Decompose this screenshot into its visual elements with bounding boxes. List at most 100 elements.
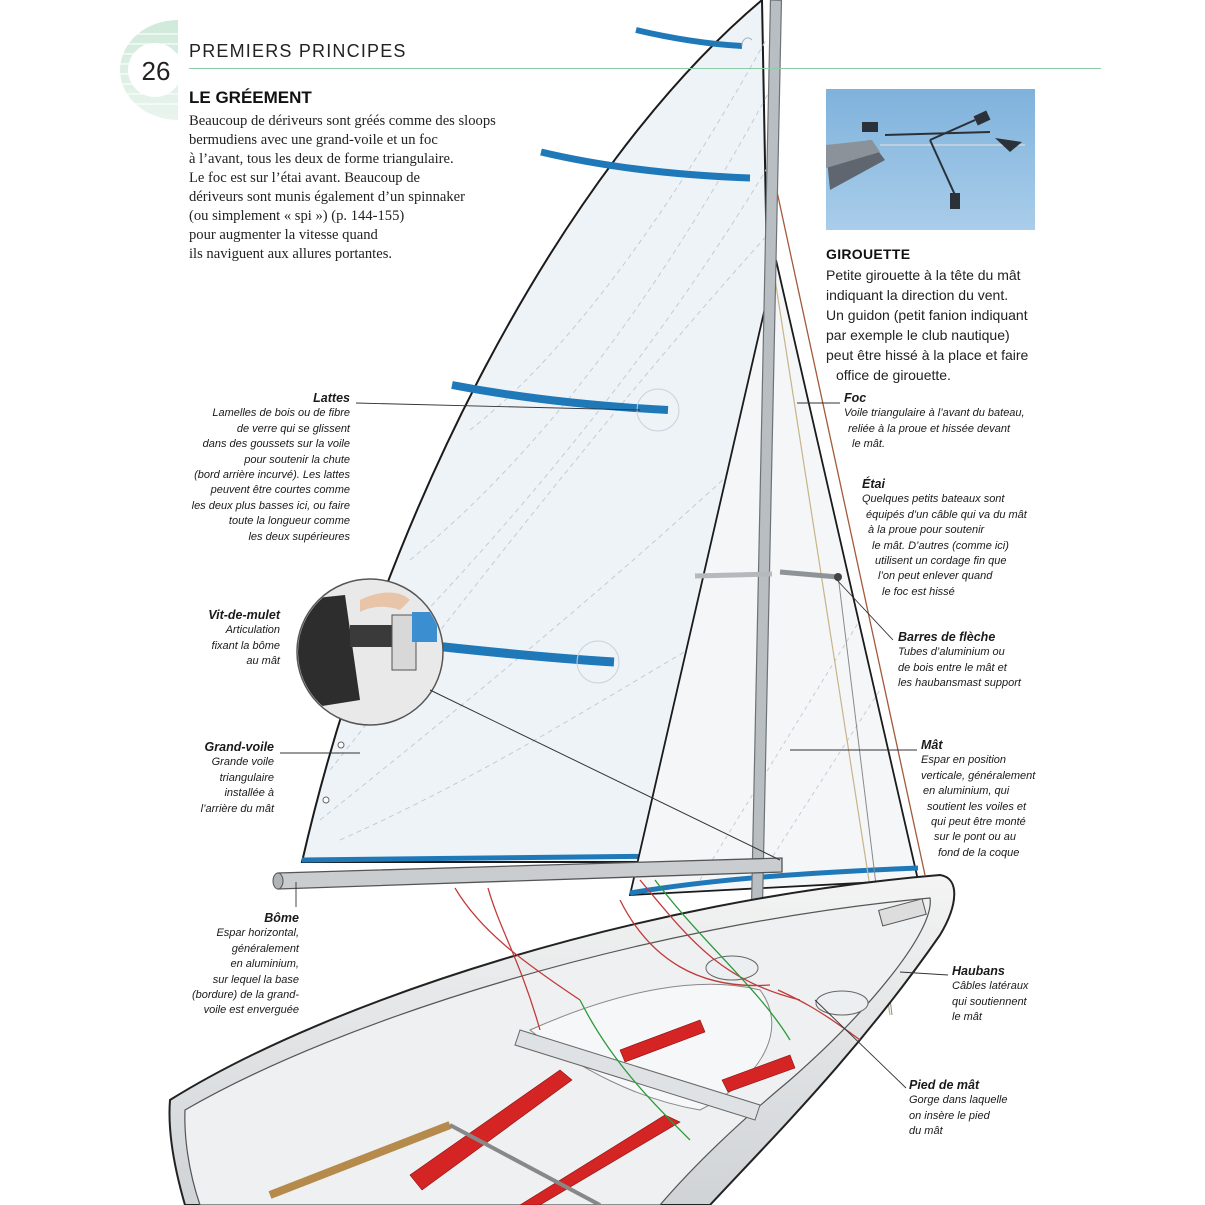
girouette-line: Petite girouette à la tête du mât [826, 267, 1021, 283]
callout-line: du mât [909, 1125, 943, 1138]
callout-title: Barres de flèche [898, 630, 996, 644]
callout-line: qui soutiennent [952, 995, 1027, 1008]
girouette-photo [826, 89, 1035, 230]
callout-line: fond de la coque [938, 846, 1020, 859]
callout-line: on insère le pied [909, 1109, 990, 1122]
header-divider [189, 68, 1101, 69]
page-number: 26 [141, 56, 171, 86]
callout-line: Grande voile [211, 756, 274, 769]
callout-line: le mât [952, 1011, 982, 1024]
callout-line: qui peut être monté [931, 816, 1026, 829]
callout-line: en aluminium, qui [923, 785, 1010, 798]
callout-line: de verre qui se glissent [236, 422, 350, 435]
callout-line: Quelques petits bateaux sont [862, 493, 1005, 506]
callout-title: Grand-voile [204, 740, 274, 754]
callout-line: en aluminium, [230, 958, 299, 971]
callout-line: Voile triangulaire à l’avant du bateau, [844, 407, 1025, 420]
callout-mat: Mât Espar en position verticale, général… [921, 738, 1101, 861]
callout-line: Tubes d’aluminium ou [898, 646, 1005, 659]
girouette-line: office de girouette. [836, 367, 951, 383]
callout-line: le mât. D’autres (comme ici) [872, 539, 1009, 552]
callout-line: l’arrière du mât [200, 802, 274, 815]
callout-line: Câbles latéraux [952, 980, 1029, 993]
intro-line: (ou simplement « spi ») (p. 144-155) [189, 208, 405, 224]
girouette-title: GIROUETTE [826, 246, 911, 262]
callout-bome: Bôme Espar horizontal, généralement en a… [130, 911, 299, 1019]
girouette-line: peut être hissé à la place et faire [826, 347, 1029, 363]
callout-vit-de-mulet: Vit-de-mulet Articulation fixant la bôme… [130, 608, 280, 670]
spreaders [694, 569, 842, 581]
callout-line: toute la longueur comme [228, 515, 350, 528]
callout-foc: Foc Voile triangulaire à l’avant du bate… [844, 391, 1064, 453]
gooseneck-inset [296, 578, 781, 861]
callout-line: pour soutenir la chute [244, 453, 350, 466]
callout-line: Gorge dans laquelle [909, 1094, 1008, 1107]
batten-2 [540, 148, 751, 182]
callout-title: Bôme [264, 911, 299, 925]
callout-line: généralement [231, 942, 299, 955]
callout-barres-de-fleche: Barres de flèche Tubes d’aluminium ou de… [898, 630, 1098, 692]
callout-line: Lamelles de bois ou de fibre [212, 407, 350, 420]
intro-line: pour augmenter la vitesse quand [189, 227, 378, 243]
callout-line: les deux plus basses ici, ou faire [191, 499, 350, 512]
callout-line: Espar en position [921, 754, 1006, 767]
control-lines [454, 879, 861, 1141]
boom [272, 857, 783, 890]
article-title: LE GRÉEMENT [189, 88, 312, 107]
callout-line: sur le pont ou au [934, 831, 1016, 844]
callout-grand-voile: Grand-voile Grande voile triangulaire in… [130, 740, 274, 817]
callout-line: à la proue pour soutenir [868, 524, 985, 537]
intro-line: Beaucoup de dériveurs sont gréés comme d… [189, 113, 496, 129]
callout-line: de bois entre le mât et [898, 661, 1007, 674]
section-title: PREMIERS PRINCIPES [189, 41, 407, 61]
callout-pied-de-mat: Pied de mât Gorge dans laquelle on insèr… [909, 1078, 1079, 1140]
intro-line: dériveurs sont munis également d’un spin… [189, 189, 465, 205]
callout-line: installée à [224, 787, 274, 800]
callout-line: le mât. [852, 438, 886, 451]
hull [168, 873, 956, 1205]
callout-title: Vit-de-mulet [208, 608, 280, 622]
callout-line: peuvent être courtes comme [210, 484, 350, 497]
callout-haubans: Haubans Câbles latéraux qui soutiennent … [952, 964, 1102, 1026]
callout-title: Étai [862, 477, 885, 491]
callout-line: les deux supérieures [248, 530, 350, 543]
callout-line: dans des goussets sur la voile [202, 438, 350, 451]
callout-title: Haubans [952, 964, 1005, 978]
callout-line: Espar horizontal, [216, 927, 299, 940]
callout-title: Pied de mât [909, 1078, 980, 1092]
callout-line: équipés d’un câble qui va du mât [866, 508, 1027, 521]
callout-title: Foc [844, 391, 867, 405]
intro-line: Le foc est sur l’étai avant. Beaucoup de [189, 170, 420, 186]
callout-line: triangulaire [219, 771, 274, 784]
callout-line: les haubansmast support [898, 677, 1021, 690]
callout-etai: Étai Quelques petits bateaux sont équipé… [862, 477, 1062, 600]
page-number-badge [101, 20, 182, 120]
callout-line: utilisent un cordage fin que [875, 555, 1007, 568]
intro-line: à l’avant, tous les deux de forme triang… [189, 151, 454, 167]
callout-line: fixant la bôme [211, 639, 280, 652]
callout-line: Articulation [225, 624, 280, 637]
batten-4 [434, 640, 620, 684]
callout-line: le foc est hissé [882, 585, 955, 598]
callout-line: au mât [246, 655, 280, 668]
callout-line: verticale, généralement [921, 769, 1036, 782]
girouette-line: indiquant la direction du vent. [826, 287, 1009, 303]
girouette-line: par exemple le club nautique) [826, 327, 1010, 343]
callout-lattes: Lattes Lamelles de bois ou de fibre de v… [150, 391, 350, 545]
intro-line: bermudiens avec une grand-voile et un fo… [189, 132, 438, 148]
callout-line: voile est enverguée [203, 1004, 299, 1017]
girouette-line: Un guidon (petit fanion indiquant [826, 307, 1028, 323]
callout-line: reliée à la proue et hissée devant [848, 422, 1011, 435]
masthead-vane [741, 37, 753, 47]
callout-line: (bordure) de la grand- [191, 989, 299, 1002]
callout-line: soutient les voiles et [927, 800, 1027, 813]
callout-title: Mât [921, 738, 943, 752]
leader-lines [280, 402, 949, 1089]
intro-line: ils naviguent aux allures portantes. [189, 246, 393, 262]
callout-line: sur lequel la base [212, 973, 299, 986]
callout-line: l’on peut enlever quand [878, 570, 993, 583]
intro-paragraph: Beaucoup de dériveurs sont gréés comme d… [189, 112, 529, 264]
batten-1 [635, 27, 743, 49]
girouette-description: Petite girouette à la tête du mât indiqu… [826, 265, 1056, 385]
